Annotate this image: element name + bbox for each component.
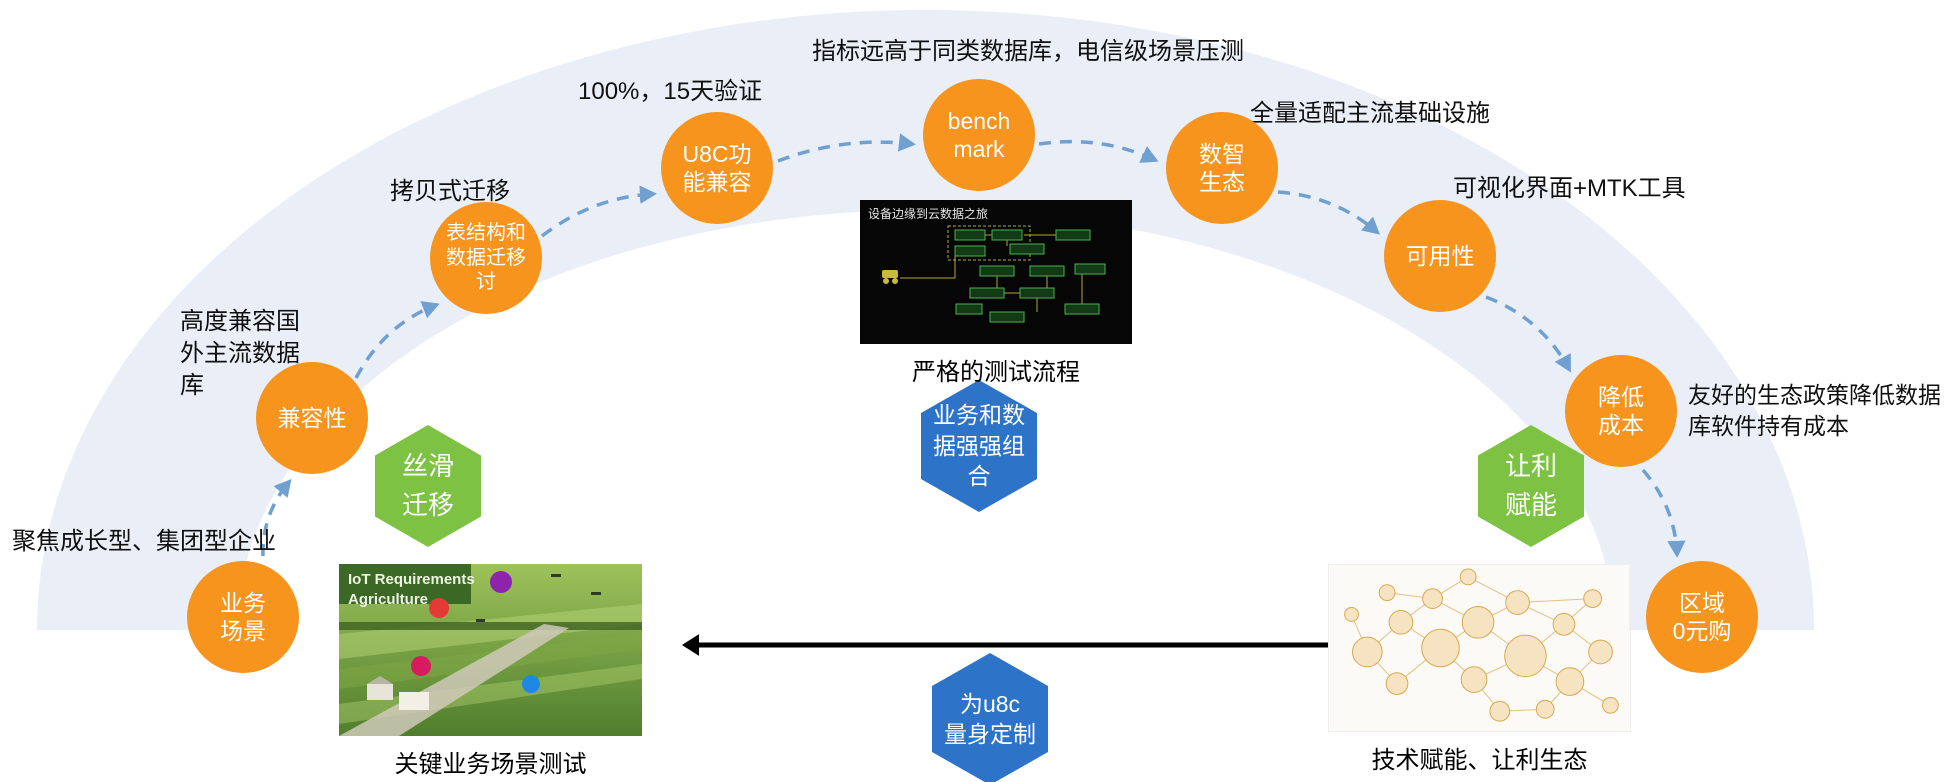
stage-table-structure-migration: 表结构和 数据迁移 讨 xyxy=(430,202,542,314)
stage-benchmark: bench mark xyxy=(923,79,1035,191)
stage-cost-reduction: 降低 成本 xyxy=(1565,355,1677,467)
vehicle-icon xyxy=(882,270,898,284)
test-flow-figure: 设备边缘到云数据之旅 xyxy=(860,200,1132,344)
note-verification: 100%，15天验证 xyxy=(578,78,763,105)
ecosystem-network-figure xyxy=(1328,564,1631,732)
note-cost-policy: 友好的生态政策降低数据库软件持有成本 xyxy=(1688,382,1941,439)
stage-availability: 可用性 xyxy=(1384,200,1496,312)
note-visual-tools: 可视化界面+MTK工具 xyxy=(1453,175,1686,202)
iot-agriculture-figure: IoT Requirements Agriculture xyxy=(339,564,642,736)
callout-circles xyxy=(411,571,540,693)
network-caption: 技术赋能、让利生态 xyxy=(1371,747,1588,774)
farm-buildings xyxy=(367,676,429,710)
flowchart-graphic xyxy=(860,200,1132,344)
note-benchmark: 指标远高于同类数据库，电信级场景压测 xyxy=(812,38,1244,65)
hex-custom-u8c: 为u8c 量身定制 xyxy=(932,653,1048,782)
stage-digital-ecosystem: 数智 生态 xyxy=(1166,112,1278,224)
test-flow-caption: 严格的测试流程 xyxy=(912,359,1080,386)
farm-illustration xyxy=(339,564,642,736)
note-target-customers: 聚焦成长型、集团型企业 xyxy=(12,528,276,555)
note-compatibility: 高度兼容国外主流数据库 xyxy=(180,308,300,400)
note-infrastructure: 全量适配主流基础设施 xyxy=(1250,100,1490,127)
stage-business-scene: 业务 场景 xyxy=(187,561,299,673)
iot-image-title: IoT Requirements Agriculture xyxy=(348,571,475,608)
flowchart-title: 设备边缘到云数据之旅 xyxy=(868,207,989,221)
stage-u8c-function-compat: U8C功 能兼容 xyxy=(661,112,773,224)
stage-zero-cost-region: 区域 0元购 xyxy=(1646,561,1758,673)
network-graphic xyxy=(1329,565,1630,731)
iot-caption: 关键业务场景测试 xyxy=(394,751,587,778)
stage-compatibility: 兼容性 xyxy=(256,362,368,474)
note-copy-migration: 拷贝式迁移 xyxy=(390,178,510,205)
drone-icons xyxy=(476,574,601,622)
